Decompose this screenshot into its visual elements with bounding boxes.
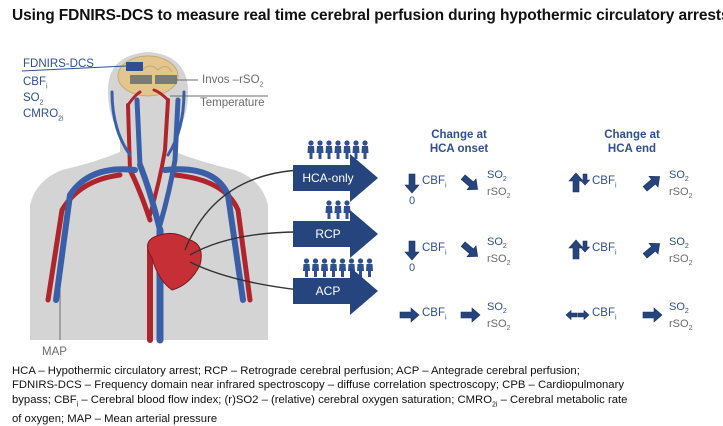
abbreviation-legend: HCA – Hypothermic circulatory arrest; RC… (12, 364, 712, 426)
invos-sensor-right (155, 75, 177, 84)
row3-onset-cbf-arrow (399, 307, 420, 323)
group-label-rcp: RCP (315, 227, 341, 241)
legend-line-2: FDNIRS-DCS – Frequency domain near infra… (12, 379, 624, 392)
row3-end-cbf-left-arrow (565, 309, 578, 321)
row2-end-so2-arrow (642, 243, 661, 259)
row3-end-cbf: CBFi (592, 307, 617, 322)
row2-onset-cbf-arrow (404, 240, 420, 261)
group-arrow-acp (293, 267, 378, 315)
person-icon (357, 258, 364, 277)
cmro2-label: CMRO2i (23, 108, 64, 123)
person-icon (339, 258, 346, 277)
temperature-label: Temperature (200, 97, 265, 109)
row1-end-cbf: CBFi (592, 175, 617, 190)
invos-label: Invos –rSO2 (202, 74, 264, 89)
row3-end-so2-arrow (642, 307, 663, 323)
row1-end-cbf-down-arrow (579, 173, 591, 186)
cbf-label: CBFi (23, 76, 48, 91)
row2-end-cbf: CBFi (592, 242, 617, 257)
person-icon (303, 258, 310, 277)
person-icon (316, 140, 324, 159)
fdnirs-sensor (126, 62, 143, 71)
row3-onset-cbf: CBFi (422, 307, 447, 322)
row1-end-cbf-up-arrow (568, 172, 584, 193)
row3-end-cbf-right-arrow (577, 309, 590, 321)
person-icon (312, 258, 319, 277)
row2-onset-so2-arrow (460, 241, 479, 257)
row3-onset-so2-arrow (460, 307, 481, 323)
row1-onset-cbf: CBFi (422, 175, 447, 190)
row2-onset-cbf: CBFi (422, 242, 447, 257)
row2-onset-zero: 0 (409, 262, 416, 274)
person-icon (334, 140, 342, 159)
fdnirs-label: FDNIRS-DCS (23, 58, 94, 70)
row1-onset-so2-arrow (460, 174, 479, 190)
row1-onset-zero: 0 (409, 195, 416, 207)
group-arrow-rcp (293, 210, 378, 258)
person-icon (325, 140, 333, 159)
person-icon (321, 258, 328, 277)
heart (147, 232, 202, 291)
person-icon (352, 140, 360, 159)
group-label-hca-only: HCA-only (302, 171, 354, 185)
legend-line-1: HCA – Hypothermic circulatory arrest; RC… (12, 365, 580, 377)
group-label-acp: ACP (315, 284, 341, 298)
person-icon (330, 258, 337, 277)
row2-end-cbf-down-arrow (579, 240, 591, 253)
row2-end-cbf-up-arrow (568, 239, 584, 260)
row1-onset-cbf-arrow (404, 173, 420, 194)
invos-sensor-left (130, 75, 152, 84)
person-icon (366, 258, 373, 277)
group-arrow-hca-only (293, 154, 378, 202)
person-icon (343, 140, 351, 159)
map-label: MAP (42, 346, 67, 358)
person-icon (334, 200, 342, 219)
person-icon (307, 140, 315, 159)
legend-line-3: bypass; CBFi – Cerebral blood flow index… (12, 393, 628, 408)
so2-label: SO2 (23, 92, 44, 107)
person-icon (361, 140, 369, 159)
person-icon (343, 200, 351, 219)
figure-title: Using FDNIRS-DCS to measure real time ce… (12, 7, 723, 24)
legend-line-4: of oxygen; MAP – Mean arterial pressure (12, 413, 218, 426)
person-icon (325, 200, 333, 219)
row1-end-so2-arrow (642, 176, 661, 192)
